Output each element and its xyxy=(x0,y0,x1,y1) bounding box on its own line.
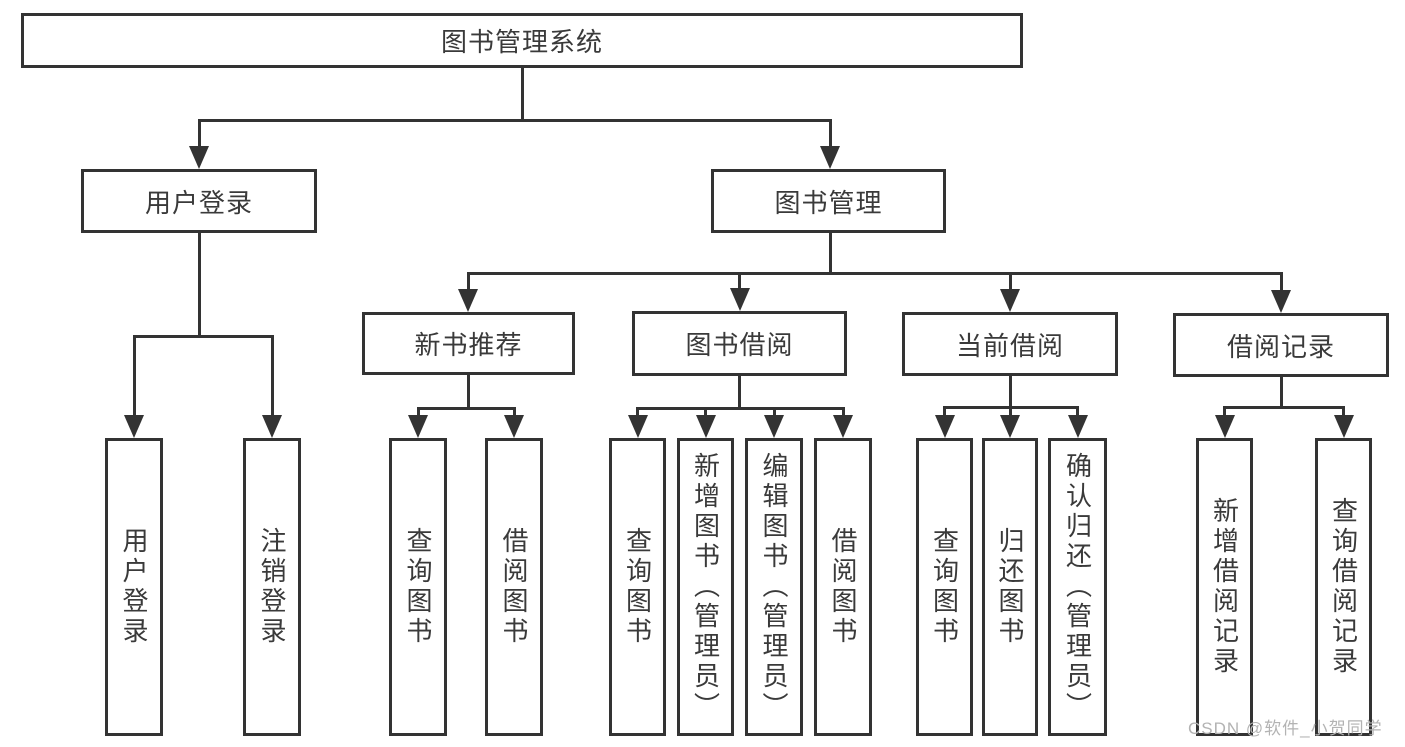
leaf-label: 借阅图书 xyxy=(499,527,529,647)
leaf-label: 查询图书 xyxy=(403,527,433,647)
node-current-borrowing: 当前借阅 xyxy=(902,312,1118,376)
leaf-label: 注销登录 xyxy=(257,527,287,647)
connector-current-borrow-vertical xyxy=(1008,376,1012,409)
connector-book-borrow-horizontal xyxy=(636,407,845,410)
arrow-down-icon xyxy=(1067,406,1088,438)
leaf-label: 查询图书 xyxy=(622,527,653,647)
leaf-add-book-admin: 新增图书（管理员） xyxy=(677,438,734,736)
leaf-label: 归还图书 xyxy=(995,527,1025,647)
node-root: 图书管理系统 xyxy=(21,13,1023,68)
arrow-down-icon xyxy=(408,407,428,438)
watermark-text: CSDN @软件_小贺同学 xyxy=(1188,719,1383,738)
connector-new-books-horizontal xyxy=(416,407,516,410)
node-user-login: 用户登录 xyxy=(81,169,317,233)
leaf-add-borrow-record: 新增借阅记录 xyxy=(1196,438,1253,736)
leaf-logout: 注销登录 xyxy=(243,438,301,736)
connector-root-horizontal xyxy=(197,119,832,122)
connector-borrow-records-vertical xyxy=(1279,377,1283,409)
arrow-down-icon xyxy=(764,407,784,438)
leaf-borrow-books: 借阅图书 xyxy=(814,438,872,736)
leaf-label: 确认归还（管理员） xyxy=(1062,452,1093,722)
connector-book-mgmt-vertical xyxy=(828,233,832,275)
arrow-down-icon xyxy=(1271,272,1291,313)
leaf-label: 编辑图书（管理员） xyxy=(759,452,789,722)
leaf-label: 查询借阅记录 xyxy=(1328,497,1359,677)
connector-user-login-vertical xyxy=(197,233,201,335)
leaf-query-books-borrowing: 查询图书 xyxy=(609,438,666,736)
leaf-query-borrow-record: 查询借阅记录 xyxy=(1315,438,1372,736)
leaf-label: 新增借阅记录 xyxy=(1209,497,1240,677)
leaf-user-login: 用户登录 xyxy=(105,438,163,736)
node-book-management: 图书管理 xyxy=(711,169,946,233)
arrow-down-icon xyxy=(124,335,144,438)
connector-book-borrow-vertical xyxy=(738,376,741,410)
connector-borrow-records-horizontal xyxy=(1223,406,1345,409)
leaf-label: 用户登录 xyxy=(119,527,149,647)
arrow-down-icon xyxy=(189,119,209,169)
arrow-down-icon xyxy=(934,406,955,438)
arrow-down-icon xyxy=(504,407,524,438)
arrow-down-icon xyxy=(458,272,478,312)
arrow-down-icon xyxy=(833,407,853,438)
leaf-label: 新增图书（管理员） xyxy=(690,452,721,722)
arrow-down-icon xyxy=(262,335,282,438)
arrow-down-icon xyxy=(1214,406,1235,438)
arrow-down-icon xyxy=(627,407,648,438)
leaf-edit-book-admin: 编辑图书（管理员） xyxy=(745,438,803,736)
connector-new-books-vertical xyxy=(467,375,470,410)
node-book-borrowing: 图书借阅 xyxy=(632,311,847,376)
node-new-book-recommend: 新书推荐 xyxy=(362,312,575,375)
leaf-query-books-current: 查询图书 xyxy=(916,438,973,736)
leaf-label: 查询图书 xyxy=(929,527,960,647)
arrow-down-icon xyxy=(729,272,750,311)
leaf-label: 借阅图书 xyxy=(828,527,858,647)
leaf-borrow-books-recommend: 借阅图书 xyxy=(485,438,543,736)
arrow-down-icon xyxy=(1000,406,1020,438)
leaf-return-books: 归还图书 xyxy=(982,438,1038,736)
connector-user-login-horizontal xyxy=(132,335,274,338)
arrow-down-icon xyxy=(820,119,840,169)
connector-book-mgmt-horizontal xyxy=(466,272,1283,275)
node-borrow-records: 借阅记录 xyxy=(1173,313,1389,377)
connector-root-vertical xyxy=(520,68,524,119)
leaf-confirm-return-admin: 确认归还（管理员） xyxy=(1048,438,1107,736)
arrow-down-icon xyxy=(1000,272,1020,312)
arrow-down-icon xyxy=(1333,406,1354,438)
arrow-down-icon xyxy=(695,407,716,438)
leaf-query-books-recommend: 查询图书 xyxy=(389,438,447,736)
